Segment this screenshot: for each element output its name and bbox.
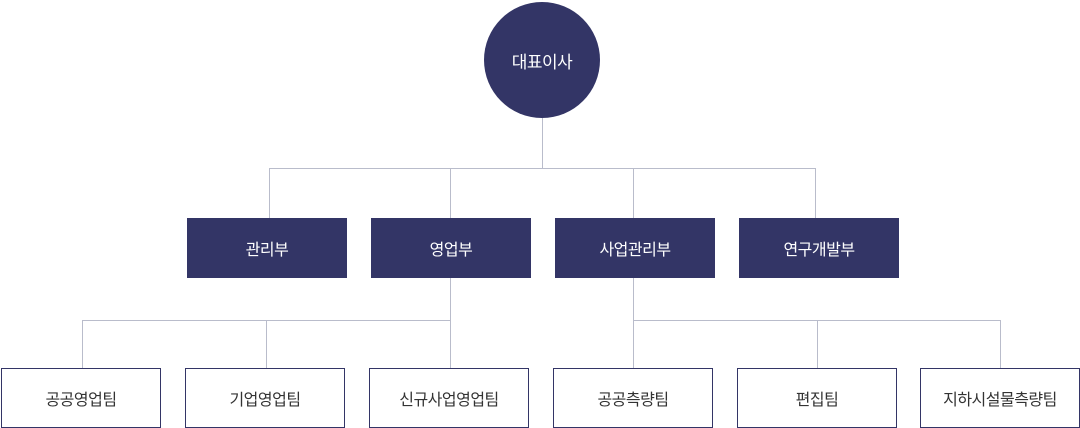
dept-sales: 영업부 [371,218,531,278]
connector-drop-dept-1 [269,168,270,218]
team-new-business-sales: 신규사업영업팀 [369,368,529,428]
team-public-sales: 공공영업팀 [1,368,161,428]
connector-drop-team-3 [450,320,451,368]
team-underground-survey: 지하시설물측량팀 [920,368,1080,428]
connector-dept-bus [269,168,816,169]
connector-sales-down [450,278,451,320]
connector-ceo-down [542,118,543,168]
team-editing: 편집팀 [737,368,897,428]
connector-drop-team-5 [817,320,818,368]
team-public-survey: 공공측량팀 [553,368,713,428]
connector-drop-team-1 [82,320,83,368]
connector-drop-dept-2 [450,168,451,218]
dept-project-management: 사업관리부 [555,218,715,278]
team-corporate-sales: 기업영업팀 [185,368,345,428]
connector-drop-team-4 [633,320,634,368]
connector-project-down [633,278,634,320]
connector-drop-team-2 [266,320,267,368]
connector-drop-dept-4 [815,168,816,218]
ceo-node: 대표이사 [484,2,600,118]
dept-research-development: 연구개발부 [739,218,899,278]
connector-drop-team-6 [1000,320,1001,368]
connector-drop-dept-3 [633,168,634,218]
dept-management: 관리부 [187,218,347,278]
